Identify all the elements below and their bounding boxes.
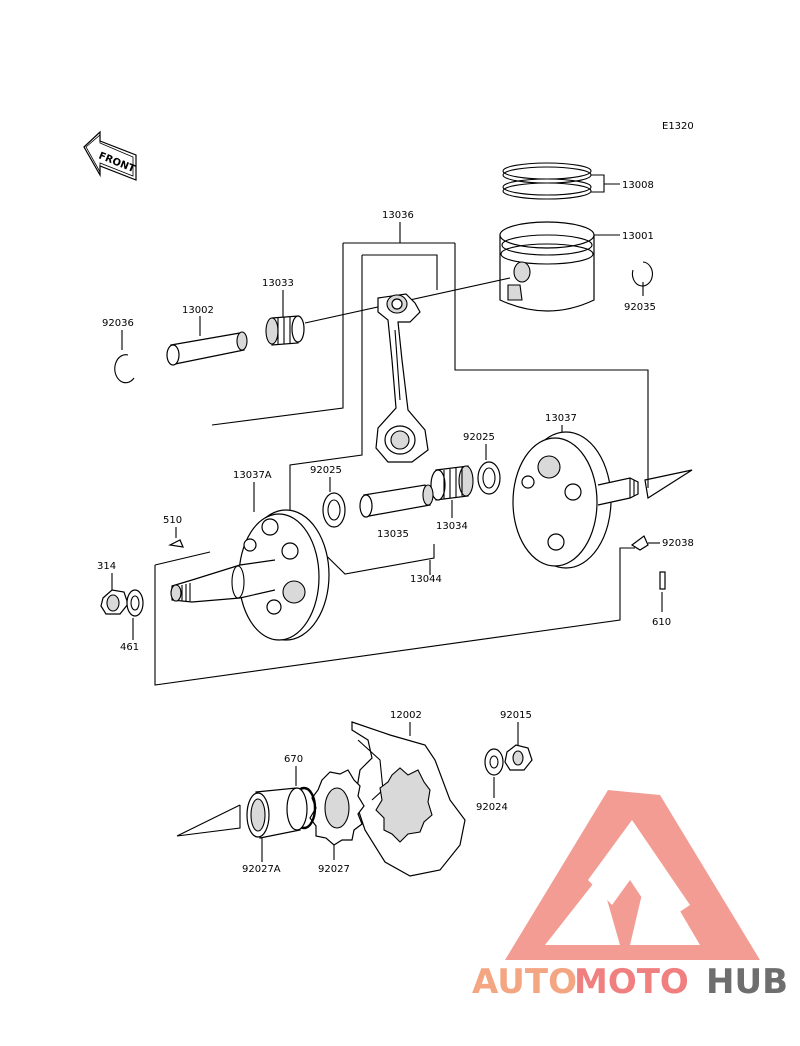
label-670: 670 <box>284 754 303 765</box>
woodruff-key-92038 <box>630 535 649 551</box>
watermark-moto: MOTO <box>574 962 689 1002</box>
piston-rings <box>502 162 592 200</box>
label-92024: 92024 <box>476 802 508 813</box>
label-510: 510 <box>163 515 182 526</box>
label-13035: 13035 <box>377 529 409 540</box>
needle-bearing-small-end <box>265 315 305 346</box>
diagram-code: E1320 <box>662 121 694 132</box>
washer-92024 <box>484 748 504 776</box>
label-13033: 13033 <box>262 278 294 289</box>
label-92015: 92015 <box>500 710 532 721</box>
crank-pin <box>359 484 434 518</box>
needle-bearing-big-end <box>430 465 474 501</box>
watermark-logo <box>505 790 760 960</box>
label-92027: 92027 <box>318 864 350 875</box>
label-13044: 13044 <box>410 574 442 585</box>
crank-half-left <box>170 509 330 641</box>
label-92038: 92038 <box>662 538 694 549</box>
front-arrow-icon: FRONT <box>83 130 137 181</box>
label-13001: 13001 <box>622 231 654 242</box>
washer-left <box>322 492 346 528</box>
pin-610 <box>659 571 666 590</box>
label-13002: 13002 <box>182 305 214 316</box>
label-12002: 12002 <box>390 710 422 721</box>
piston-pin <box>166 331 248 366</box>
label-13034: 13034 <box>436 521 468 532</box>
connecting-rod <box>375 293 429 463</box>
circlip-left <box>114 354 135 384</box>
circlip-right <box>631 261 653 287</box>
label-461: 461 <box>120 642 139 653</box>
label-13036: 13036 <box>382 210 414 221</box>
label-92025-left: 92025 <box>310 465 342 476</box>
sprocket-92027 <box>309 769 365 846</box>
label-13037A: 13037A <box>233 470 272 481</box>
plate-12002 <box>351 721 466 877</box>
collar-92027A <box>246 787 308 839</box>
label-13008: 13008 <box>622 180 654 191</box>
nut-92015 <box>504 744 533 771</box>
watermark-hub: HUB <box>706 962 788 1002</box>
washer-461 <box>126 589 144 617</box>
watermark-text: AUTO MOTO HUB <box>472 962 788 1002</box>
watermark-auto: AUTO <box>472 962 577 1002</box>
nut-314 <box>100 589 129 615</box>
piston <box>499 221 595 312</box>
label-92027A: 92027A <box>242 864 281 875</box>
label-92036: 92036 <box>102 318 134 329</box>
label-610: 610 <box>652 617 671 628</box>
label-92025-right: 92025 <box>463 432 495 443</box>
washer-right <box>477 461 501 495</box>
woodruff-key-510 <box>168 539 184 548</box>
label-314: 314 <box>97 561 116 572</box>
crank-half-right <box>512 431 639 569</box>
label-92035: 92035 <box>624 302 656 313</box>
label-13037: 13037 <box>545 413 577 424</box>
